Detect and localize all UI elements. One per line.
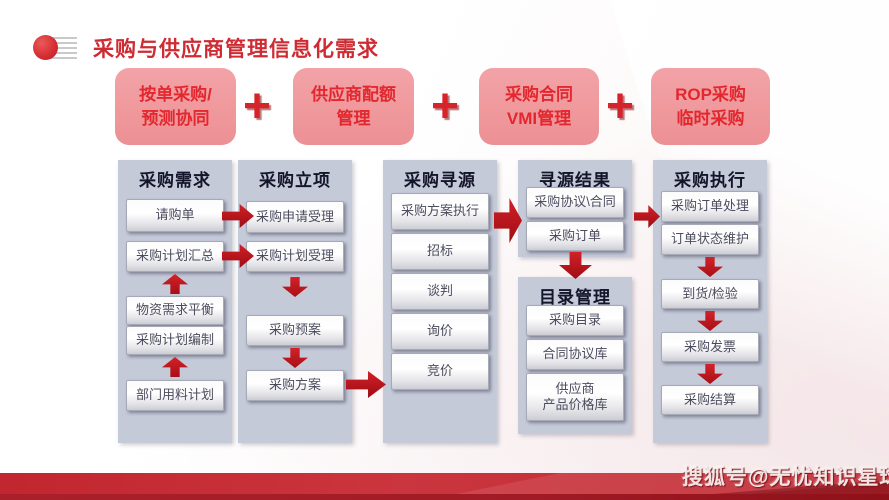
column-catalog-management: 目录管理 采购目录 合同协议库 供应商 产品价格库	[518, 277, 632, 434]
process-box-negotiation: 谈判	[391, 273, 489, 310]
column-procurement-sourcing: 采购寻源 采购方案执行 招标 谈判 询价 竞价	[383, 160, 497, 443]
arrow-down-icon	[282, 348, 308, 368]
requirement-box-order-forecast: 按单采购/ 预测协同	[115, 68, 236, 145]
process-box-purchase-catalog: 采购目录	[526, 305, 624, 336]
band-bottom-strip	[0, 494, 889, 500]
process-box-agreement-contract: 采购协议\合同	[526, 187, 624, 218]
process-box-arrival-inspection: 到货/检验	[661, 279, 759, 309]
column-procurement-execution: 采购执行 采购订单处理 订单状态维护 到货/检验 采购发票 采购结算	[653, 160, 767, 443]
column-header: 采购执行	[674, 171, 746, 190]
process-box-purchase-order: 采购订单	[526, 221, 624, 251]
column-sourcing-results: 寻源结果 采购协议\合同 采购订单	[518, 160, 632, 257]
process-box-competitive-pricing: 竞价	[391, 353, 489, 390]
column-header: 采购立项	[259, 171, 331, 190]
footer-band	[0, 473, 889, 500]
plus-icon: +	[242, 80, 272, 133]
process-box-purchase-scheme: 采购方案	[246, 370, 344, 401]
process-box-purchase-prearrangement: 采购预案	[246, 315, 344, 346]
requirement-box-rop-temp: ROP采购 临时采购	[651, 68, 770, 145]
process-box-department-material-plan: 部门用料计划	[126, 380, 224, 411]
arrow-down-icon	[697, 311, 723, 331]
process-box-plan-acceptance: 采购计划受理	[246, 241, 344, 272]
arrow-down-icon	[697, 364, 723, 384]
column-procurement-demand: 采购需求 请购单 采购计划汇总 物资需求平衡 采购计划编制 部门用料计划	[118, 160, 232, 443]
plus-icon: +	[605, 80, 635, 133]
column-header: 寻源结果	[539, 171, 611, 190]
watermark-text: 搜狐号@无忧知识星球	[682, 466, 889, 489]
process-box-plan-preparation: 采购计划编制	[126, 326, 224, 355]
arrow-down-icon	[282, 277, 308, 297]
process-box-supplier-price-library: 供应商 产品价格库	[526, 373, 624, 421]
column-header: 目录管理	[539, 288, 611, 307]
column-header: 采购需求	[139, 171, 211, 190]
process-box-inquiry: 询价	[391, 313, 489, 350]
process-box-scheme-execution: 采购方案执行	[391, 193, 489, 230]
striped-ball-icon	[33, 35, 77, 61]
process-box-purchase-requisition: 请购单	[126, 199, 224, 232]
process-box-order-status-maintenance: 订单状态维护	[661, 224, 759, 255]
process-box-purchase-invoice: 采购发票	[661, 332, 759, 362]
requirement-box-supplier-quota: 供应商配额 管理	[293, 68, 414, 145]
process-box-purchase-settlement: 采购结算	[661, 385, 759, 415]
page-title: 采购与供应商管理信息化需求	[93, 38, 379, 61]
plus-icon: +	[430, 80, 460, 133]
process-box-material-balance: 物资需求平衡	[126, 296, 224, 325]
process-box-plan-summary: 采购计划汇总	[126, 241, 224, 272]
arrow-up-icon	[162, 357, 188, 377]
process-box-contract-agreement-library: 合同协议库	[526, 339, 624, 370]
column-header: 采购寻源	[404, 171, 476, 190]
process-box-bidding: 招标	[391, 233, 489, 270]
arrow-down-icon	[697, 257, 723, 277]
process-box-application-acceptance: 采购申请受理	[246, 201, 344, 233]
requirement-box-contract-vmi: 采购合同 VMI管理	[479, 68, 599, 145]
arrow-right-icon	[346, 371, 386, 398]
red-ball-icon	[33, 35, 58, 60]
title-row: 采购与供应商管理信息化需求	[33, 33, 379, 63]
column-procurement-initiation: 采购立项 采购申请受理 采购计划受理 采购预案 采购方案	[238, 160, 352, 443]
arrow-up-icon	[162, 274, 188, 294]
process-box-order-processing: 采购订单处理	[661, 191, 759, 222]
